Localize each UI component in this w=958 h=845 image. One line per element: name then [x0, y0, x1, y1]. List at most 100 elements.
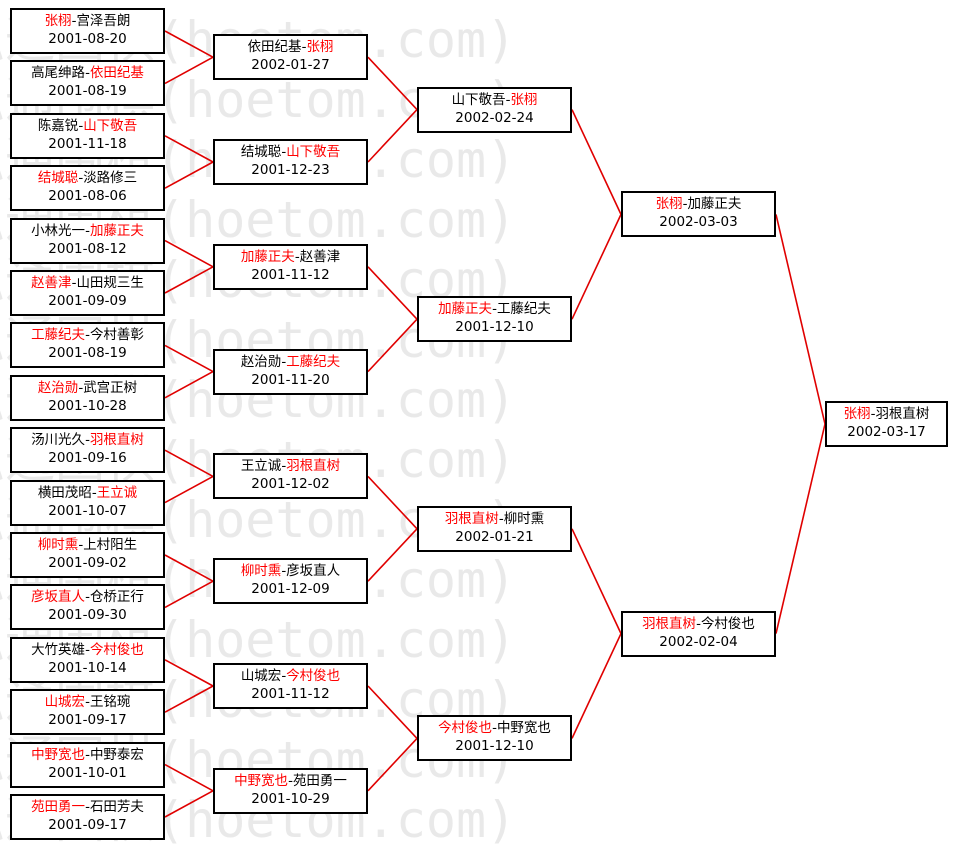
match-date: 2001-10-01 — [48, 764, 127, 781]
match-date: 2001-09-09 — [48, 293, 127, 309]
connector-line — [164, 56, 214, 85]
separator: - — [498, 510, 504, 527]
separator: - — [71, 13, 77, 29]
player-name: 加藤正夫 — [687, 196, 742, 213]
match-date: 2001-08-06 — [48, 188, 127, 205]
player-name: 羽根直树 — [89, 432, 144, 449]
connector-line — [164, 266, 214, 294]
player-name: 加藤正夫 — [438, 301, 493, 318]
separator: - — [78, 379, 84, 396]
player-name: 结城聪 — [37, 170, 79, 187]
player-name: 山城宏 — [240, 668, 282, 684]
connector-line — [164, 449, 214, 478]
match-date: 2001-10-29 — [251, 790, 330, 807]
connector-line — [367, 109, 418, 163]
player-name: 王立诚 — [240, 458, 282, 475]
player-name: 工藤纪夫 — [496, 301, 551, 318]
connector-line — [571, 528, 622, 634]
player-name: 山下敬吾 — [286, 144, 341, 160]
player-name: 赵善津 — [299, 248, 341, 265]
player-name: 加藤正夫 — [89, 222, 144, 239]
player-name: 羽根直树 — [642, 615, 697, 632]
connector-line — [164, 790, 214, 818]
connector-line — [367, 318, 418, 373]
connector-line — [571, 109, 622, 215]
connector-line — [571, 633, 622, 739]
player-name: 加藤正夫 — [240, 248, 295, 265]
match-date: 2001-11-20 — [251, 371, 330, 388]
player-name: 上村阳生 — [83, 537, 138, 553]
connector-line — [164, 370, 214, 399]
match-date: 2001-10-14 — [48, 659, 127, 676]
player-name: 赵治勋 — [37, 379, 79, 396]
player-name: 今村俊也 — [438, 720, 493, 737]
player-name: 结城聪 — [240, 144, 282, 160]
match-players: 小林光一-加藤正夫 — [12, 222, 163, 240]
player-name: 柳时熏 — [240, 563, 282, 580]
match-players: 羽根直树-柳时熏 — [419, 510, 570, 528]
connector-line — [164, 30, 214, 58]
player-name: 淡路修三 — [83, 170, 138, 187]
connector-line — [367, 475, 418, 530]
player-name: 张栩 — [44, 13, 72, 29]
match-date: 2001-11-12 — [251, 686, 330, 702]
player-name: 羽根直树 — [875, 406, 930, 422]
player-name: 苑田勇一 — [292, 772, 347, 789]
separator: - — [71, 275, 77, 291]
match-date: 2001-12-23 — [251, 162, 330, 178]
match-date: 2002-01-21 — [455, 528, 534, 545]
separator: - — [870, 406, 876, 422]
connector-line — [164, 135, 214, 163]
match-players: 王立诚-羽根直树 — [215, 457, 366, 475]
connector-line — [164, 344, 214, 373]
player-name: 柳时熏 — [503, 510, 545, 527]
match-players: 中野宽也-苑田勇一 — [215, 772, 366, 790]
separator: - — [492, 301, 497, 318]
player-name: 山田规三生 — [76, 275, 144, 291]
match-date: 2002-02-04 — [659, 633, 738, 650]
match-players: 苑田勇一-石田芳夫 — [12, 798, 163, 816]
player-name: 中野泰宏 — [89, 746, 144, 763]
match-players: 张栩-宫泽吾朗 — [12, 12, 163, 30]
player-name: 羽根直树 — [286, 458, 341, 475]
match-players: 张栩-羽根直树 — [827, 405, 946, 423]
connector-line — [164, 763, 214, 792]
player-name: 今村俊也 — [700, 615, 755, 632]
match-players: 柳时熏-彦坂直人 — [215, 562, 366, 580]
separator: - — [492, 720, 497, 737]
player-name: 今村善彰 — [89, 327, 144, 344]
player-name: 张栩 — [306, 39, 334, 56]
player-name: 中野宽也 — [31, 746, 86, 763]
separator: - — [85, 641, 90, 658]
connector-line — [164, 239, 214, 268]
match-date: 2001-11-12 — [251, 266, 330, 283]
connector-line — [164, 554, 214, 582]
separator: - — [696, 615, 701, 632]
player-name: 彦坂直人 — [31, 589, 86, 606]
match-players: 陈嘉锐-山下敬吾 — [12, 117, 163, 135]
separator: - — [85, 222, 90, 239]
separator: - — [281, 563, 287, 580]
match-date: 2002-03-17 — [847, 424, 926, 440]
match-players: 高尾绅路-依田纪基 — [12, 64, 163, 82]
match-players: 山城宏-今村俊也 — [215, 667, 366, 685]
separator: - — [85, 799, 90, 815]
separator: - — [682, 196, 688, 213]
connector-line — [367, 685, 418, 739]
